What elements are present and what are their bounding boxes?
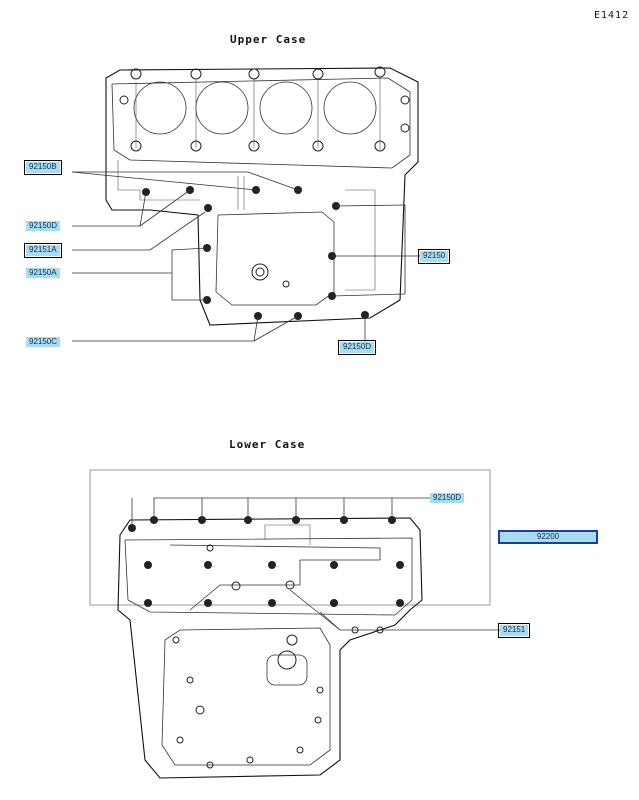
callout-92150d-lower[interactable]: 92150D — [430, 493, 465, 503]
callout-92150[interactable]: 92150 — [417, 249, 451, 264]
upper-bores — [133, 81, 377, 135]
callout-92151[interactable]: 92151 — [497, 623, 531, 638]
upper-case-title: Upper Case — [230, 33, 307, 46]
lower-leader-lines — [131, 497, 500, 631]
callout-92151a[interactable]: 92151A — [24, 243, 62, 258]
lower-case-title: Lower Case — [229, 438, 306, 451]
page-code: E1412 — [594, 10, 630, 21]
callout-92150d-right[interactable]: 92150D — [337, 340, 377, 355]
upper-bosses — [119, 66, 410, 152]
lower-callout-frame — [89, 469, 491, 606]
callout-92200[interactable]: 92200 — [498, 530, 598, 544]
callout-92150c[interactable]: 92150C — [26, 337, 61, 347]
lower-bolts — [128, 516, 404, 607]
callout-92150d-upper[interactable]: 92150D — [26, 221, 61, 231]
callout-92150b[interactable]: 92150B — [24, 160, 62, 175]
upper-leader-lines — [71, 171, 420, 345]
callout-92150a[interactable]: 92150A — [26, 268, 60, 278]
lower-bosses — [172, 544, 384, 769]
